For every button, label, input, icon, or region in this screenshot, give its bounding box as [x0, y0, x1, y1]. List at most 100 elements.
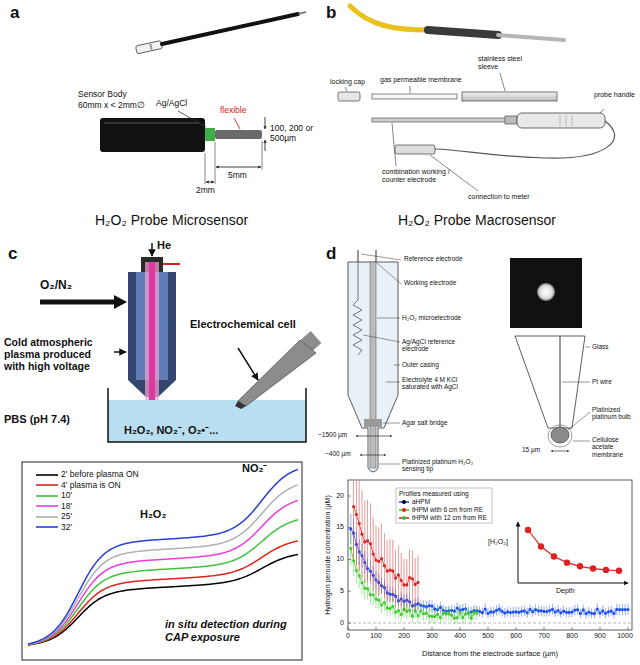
dimension-label: 15 µm — [522, 446, 550, 453]
profile-point — [472, 611, 475, 614]
species-label: H₂O₂, NO₂⁻, O₂•⁻... — [124, 424, 284, 437]
sem-image — [537, 283, 555, 301]
profile-point — [576, 608, 579, 611]
inset-point — [525, 527, 531, 533]
tick-marks — [348, 496, 628, 630]
tick-mark — [348, 623, 351, 624]
profile-point — [430, 615, 433, 618]
chart-frame — [348, 623, 632, 624]
panel-letter: d — [326, 244, 350, 264]
microelectrode-schematic — [348, 262, 398, 472]
leader-arrow — [238, 348, 258, 380]
microelectrode-schematic — [394, 365, 400, 366]
profile-point — [618, 608, 621, 611]
inset-point — [551, 553, 557, 559]
beaker — [108, 388, 306, 442]
profile-point — [439, 616, 442, 619]
glass-tip-drawing — [559, 336, 560, 428]
profile-point — [386, 569, 389, 572]
glass-tip-drawing — [548, 425, 572, 447]
microelectrode-schematic — [356, 436, 392, 437]
microelectrode-schematic — [383, 423, 400, 424]
profile-point — [517, 611, 520, 614]
legend-swatch — [399, 499, 409, 505]
profile-point — [601, 609, 604, 612]
profile-point — [416, 614, 419, 617]
error-bar — [356, 481, 357, 565]
legend-swatch — [36, 482, 58, 488]
profile-point — [416, 581, 419, 584]
microsensor-drawing — [262, 141, 263, 170]
tick-label: 5 — [326, 587, 344, 595]
profile-point — [397, 609, 400, 612]
profile-point — [456, 606, 459, 609]
part-label: stainless steel sleeve — [478, 55, 538, 71]
inset-point — [590, 565, 596, 571]
chart-frame — [348, 480, 632, 630]
profile-line — [351, 529, 628, 614]
beaker — [108, 388, 306, 442]
profile-point — [428, 614, 431, 617]
profile-point — [439, 606, 442, 609]
macrosensor-exploded-view — [345, 87, 347, 91]
glass-tip-drawing — [562, 382, 590, 383]
legend-swatch-line — [36, 506, 58, 508]
legend-item: 18' — [36, 502, 72, 512]
profile-point — [526, 611, 529, 614]
sem-image — [510, 258, 582, 328]
tick-mark — [348, 496, 351, 497]
profile-point — [386, 607, 389, 610]
inset-point — [538, 543, 544, 549]
legend-swatch-dot — [402, 508, 406, 512]
tick-mark — [404, 627, 405, 630]
microsensor-drawing — [215, 142, 216, 184]
legend-box — [396, 488, 492, 523]
gas-label: He — [157, 239, 181, 252]
profile-point — [408, 576, 411, 579]
profile-line — [354, 507, 418, 585]
profile-point — [590, 612, 593, 615]
tick-mark — [600, 627, 601, 630]
callout-label: Cold atmospheric plasma produced with hi… — [4, 336, 112, 372]
electrochemical-probe — [235, 337, 316, 409]
profile-point — [621, 608, 624, 611]
part-label: connection to meter — [468, 193, 558, 201]
legend-swatch — [399, 507, 409, 513]
thpm-12cm-profile — [352, 481, 420, 611]
legend-swatch-dot — [402, 516, 406, 520]
callout-label: Electrochemical cell — [190, 318, 300, 331]
tick-mark — [544, 627, 545, 630]
microsensor-photo — [135, 12, 306, 54]
profile-point — [559, 611, 562, 614]
part-label: Working electrode — [404, 279, 464, 286]
profile-point — [372, 552, 375, 555]
tick-label: 800 — [560, 632, 584, 640]
dimension-label: ~1500 µm — [318, 431, 354, 438]
profile-point — [551, 608, 554, 611]
part-label: Agar salt bridge — [402, 419, 466, 426]
profile-point — [377, 599, 380, 602]
profile-point — [430, 604, 433, 607]
profile-point — [545, 610, 548, 613]
profile-point — [433, 615, 436, 618]
profile-point — [405, 583, 408, 586]
profile-point — [453, 617, 456, 620]
profile-point — [447, 612, 450, 615]
microelectrode-schematic — [361, 254, 401, 260]
glass-tip-drawing — [515, 336, 590, 451]
profile-point — [481, 611, 484, 614]
profile-point — [500, 610, 503, 613]
electrochemical-probe — [235, 401, 246, 409]
microelectrode-schematic — [377, 318, 400, 319]
profile-point — [584, 612, 587, 615]
profile-point — [422, 612, 425, 615]
microsensor-drawing — [265, 117, 266, 129]
profile-point — [587, 610, 590, 613]
part-label: Platinized platinum bulb — [592, 406, 636, 421]
dimension-label: ~400 µm — [325, 450, 357, 457]
tick-mark — [432, 627, 433, 630]
microsensor-drawing — [100, 111, 265, 184]
inset-axis-label: Depth — [556, 587, 586, 595]
profile-point — [411, 615, 414, 618]
thpm-6cm-profile — [349, 531, 478, 624]
